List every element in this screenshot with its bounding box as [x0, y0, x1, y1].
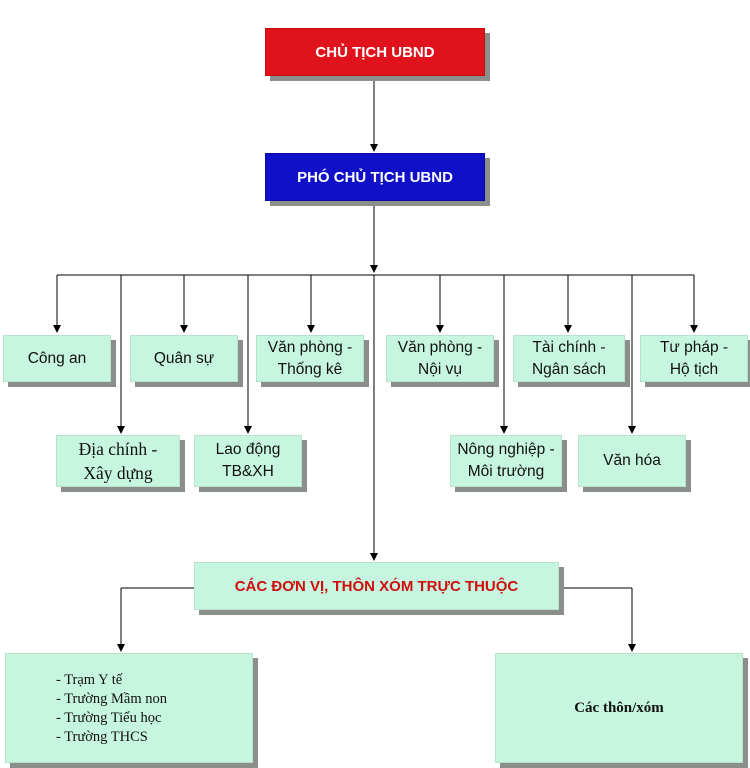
- department-box-quan-su: Quân sự: [130, 335, 238, 382]
- department-box-tai-chinh: Tài chính - Ngân sách: [513, 335, 625, 382]
- department-label: Văn phòng -: [267, 338, 353, 356]
- department-label: Xây dựng: [83, 463, 153, 483]
- department-box-tu-phap: Tư pháp - Hộ tịch: [640, 335, 748, 382]
- department-label: Môi trường: [467, 463, 545, 480]
- department-label: Quân sự: [153, 349, 215, 367]
- department-label: Công an: [27, 349, 87, 367]
- villages-box: Các thôn/xóm: [495, 653, 743, 763]
- department-label: Văn phòng -: [397, 338, 483, 356]
- chairman-label: CHỦ TỊCH UBND: [315, 43, 435, 61]
- department-box-van-hoa: Văn hóa: [578, 435, 686, 487]
- list-item: - Trường THCS: [56, 729, 148, 745]
- department-box-nong-nghiep: Nông nghiệp - Môi trường: [450, 435, 562, 487]
- vice-chairman-label: PHÓ CHỦ TỊCH UBND: [297, 168, 453, 186]
- institutions-list: - Trạm Y tế - Trường Mầm non - Trường Ti…: [56, 671, 167, 747]
- department-label: TB&XH: [222, 463, 274, 480]
- list-item: - Trường Tiểu học: [56, 710, 162, 726]
- affiliated-units-box: CÁC ĐƠN VỊ, THÔN XÓM TRỰC THUỘC: [194, 562, 559, 610]
- villages-label: Các thôn/xóm: [574, 699, 664, 716]
- department-label: Hộ tịch: [669, 360, 719, 378]
- list-item: - Trạm Y tế: [56, 672, 123, 688]
- department-label: Tư pháp -: [659, 338, 729, 356]
- department-box-van-phong-thong-ke: Văn phòng - Thống kê: [256, 335, 364, 382]
- department-label: Lao động: [215, 441, 281, 459]
- affiliated-units-title: CÁC ĐƠN VỊ, THÔN XÓM TRỰC THUỘC: [234, 577, 519, 595]
- department-label: Tài chính -: [532, 338, 606, 356]
- department-box-lao-dong: Lao động TB&XH: [194, 435, 302, 487]
- institutions-box: - Trạm Y tế - Trường Mầm non - Trường Ti…: [5, 653, 253, 763]
- department-label: Thống kê: [277, 360, 343, 378]
- department-label: Nội vụ: [418, 360, 462, 378]
- department-label: Nông nghiệp -: [457, 441, 555, 459]
- department-box-dia-chinh: Địa chính - Xây dựng: [56, 435, 180, 487]
- department-label: Văn hóa: [603, 452, 661, 470]
- department-label: Ngân sách: [531, 360, 607, 378]
- vice-chairman-box: PHÓ CHỦ TỊCH UBND: [265, 153, 485, 201]
- department-label: Địa chính -: [78, 438, 158, 459]
- department-box-van-phong-noi-vu: Văn phòng - Nội vụ: [386, 335, 494, 382]
- list-item: - Trường Mầm non: [56, 691, 168, 707]
- department-box-cong-an: Công an: [3, 335, 111, 382]
- chairman-box: CHỦ TỊCH UBND: [265, 28, 485, 76]
